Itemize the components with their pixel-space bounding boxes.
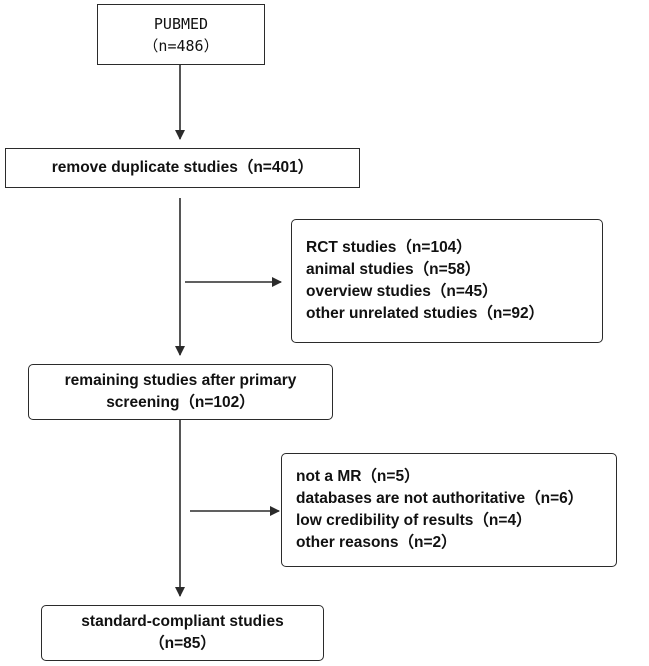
- final-line2: （n=85）: [149, 635, 216, 652]
- dedup-box: remove duplicate studies（n=401）: [5, 148, 360, 188]
- second-exclusion-item: other reasons（n=2）: [296, 534, 457, 551]
- second-exclusion-item: not a MR（n=5）: [296, 468, 420, 485]
- source-count: （n=486）: [143, 36, 219, 55]
- first-exclusion-item: RCT studies（n=104）: [306, 239, 472, 256]
- dedup-label: remove duplicate studies（n=401）: [51, 159, 314, 176]
- second-exclusion-item: databases are not authoritative（n=6）: [296, 490, 584, 507]
- source-title: PUBMED: [153, 14, 209, 33]
- first-exclusions-box: RCT studies（n=104） animal studies（n=58） …: [291, 219, 603, 343]
- first-exclusion-item: other unrelated studies（n=92）: [306, 305, 545, 322]
- primary-screening-box: remaining studies after primary screenin…: [28, 364, 333, 420]
- source-box: PUBMED （n=486）: [97, 4, 265, 65]
- first-exclusion-item: overview studies（n=45）: [306, 283, 498, 300]
- second-exclusion-item: low credibility of results（n=4）: [296, 512, 532, 529]
- final-box: standard-compliant studies （n=85）: [41, 605, 324, 661]
- primary-screening-line1: remaining studies after primary: [64, 372, 297, 389]
- first-exclusion-item: animal studies（n=58）: [306, 261, 481, 278]
- second-exclusions-box: not a MR（n=5） databases are not authorit…: [281, 453, 617, 567]
- primary-screening-line2: screening（n=102）: [106, 394, 255, 411]
- final-line1: standard-compliant studies: [81, 613, 284, 630]
